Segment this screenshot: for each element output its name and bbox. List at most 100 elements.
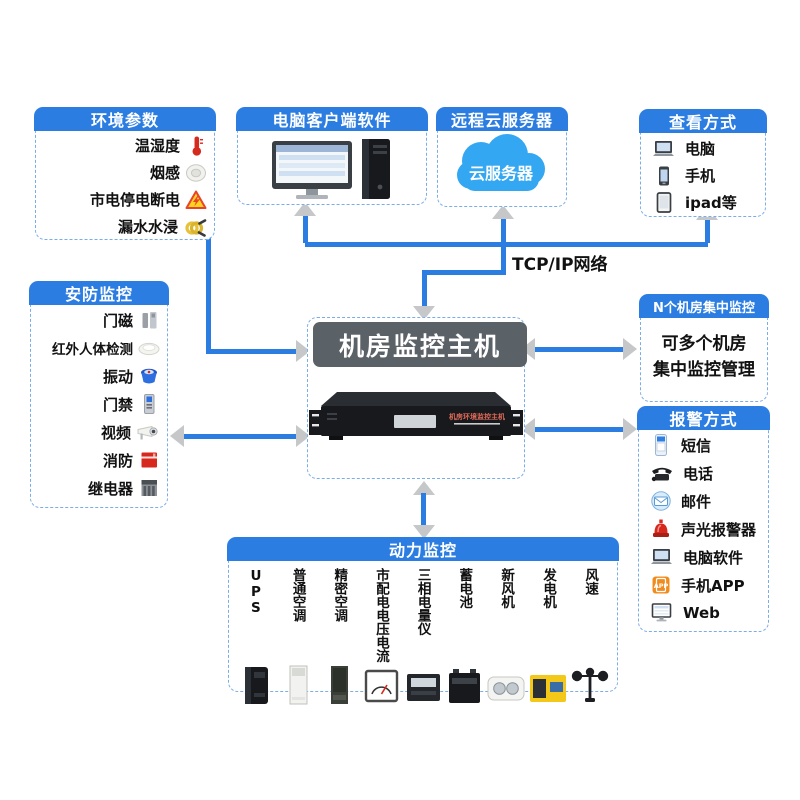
power-item-label: 普通空调: [289, 568, 306, 623]
power-column: 市配电电压电流: [360, 564, 402, 705]
list-item: 温湿度: [36, 132, 214, 159]
power-distribution-icon: [364, 670, 399, 703]
power-item-label: 三相电量仪: [414, 568, 431, 636]
security-item-label: 继电器: [87, 479, 133, 498]
security-item-label: 振动: [102, 367, 133, 386]
tcp-network-label: TCP/IP网络: [512, 255, 608, 275]
connector-view-methods: [705, 220, 710, 243]
smoke-detector-icon: [186, 164, 206, 182]
env-parameters-box: 环境参数 温湿度 烟感 市电停电断电 漏水水浸: [34, 107, 216, 240]
list-item: Web: [639, 599, 768, 627]
list-item: 视频: [31, 418, 167, 446]
list-item: 烟感: [36, 159, 214, 186]
arrowhead-right-central: [623, 338, 637, 360]
desktop-monitor-icon: [272, 141, 352, 200]
pc-client-title: 电脑客户端软件: [236, 107, 428, 132]
list-item: ipad等: [641, 189, 765, 216]
camera-icon: [137, 426, 158, 440]
connector-host-central: [535, 347, 623, 352]
arrowhead-up-cloud: [492, 205, 514, 219]
computer-icon: [653, 140, 674, 156]
cloud-server-box: 远程云服务器 云服务器: [436, 107, 568, 207]
host-device-label: 机房环境监控主机: [449, 412, 505, 421]
alarm-methods-title: 报警方式: [637, 406, 770, 431]
pc-client-image: [238, 131, 426, 201]
security-monitoring-box: 安防监控 门磁 红外人体检测 振动: [29, 281, 169, 508]
phone-icon: [659, 166, 669, 186]
arrowhead-right-alarm: [623, 418, 637, 440]
list-item: 手机: [641, 162, 765, 189]
power-column: 三相电量仪: [402, 564, 444, 705]
central-monitoring-box: N个机房集中监控 可多个机房 集中监控管理: [639, 294, 769, 402]
list-item: 电话: [639, 459, 768, 487]
env-item-label: 市电停电断电: [89, 191, 180, 210]
power-column: 蓄电池: [443, 564, 485, 705]
sms-icon: [655, 434, 667, 457]
connector-host-alarm: [535, 427, 623, 432]
list-item: 门磁: [31, 306, 167, 334]
view-item-label: ipad等: [685, 194, 737, 213]
power-column: UPS: [235, 564, 277, 705]
monitoring-host-device: 机房环境监控主机: [309, 392, 523, 440]
list-item: 声光报警器: [639, 515, 768, 543]
central-text-line2: 集中监控管理: [653, 359, 755, 380]
alarm-item-label: 邮件: [681, 492, 712, 511]
list-item: 消防: [31, 446, 167, 474]
mobile-app-icon: APP: [652, 576, 670, 594]
power-column: 发电机: [527, 564, 569, 705]
siren-icon: [653, 519, 669, 538]
infrared-sensor-icon: [138, 343, 160, 356]
list-item: 市电停电断电: [36, 186, 214, 213]
power-outage-icon: [185, 190, 207, 209]
email-icon: [651, 491, 671, 512]
env-parameters-title: 环境参数: [34, 107, 216, 132]
power-item-label: 风速: [582, 568, 599, 596]
power-column: 风速: [569, 564, 611, 705]
list-item: 继电器: [31, 474, 167, 502]
computer-tower-icon: [362, 139, 390, 200]
alarm-item-label: 短信: [681, 436, 712, 455]
computer-software-icon: [651, 549, 672, 565]
list-item: 门禁: [31, 390, 167, 418]
central-text-line1: 可多个机房: [661, 334, 747, 355]
alarm-item-label: 电脑软件: [683, 548, 744, 567]
wind-speed-icon: [571, 668, 609, 703]
alarm-item-label: 声光报警器: [681, 520, 757, 539]
list-item: 短信: [639, 431, 768, 459]
security-item-label: 消防: [102, 451, 133, 470]
connector-security-host: [184, 434, 296, 439]
power-item-label: 市配电电压电流: [372, 568, 389, 663]
alarm-item-label: 手机APP: [681, 576, 745, 595]
security-item-label: 红外人体检测: [52, 342, 133, 359]
cloud-server-title: 远程云服务器: [436, 107, 568, 132]
door-magnet-icon: [142, 312, 157, 329]
arrowhead-right-host: [296, 340, 310, 362]
list-item: 电脑: [641, 135, 765, 162]
thermometer-icon: [192, 136, 203, 156]
arrowhead-right-security-host: [296, 425, 310, 447]
power-item-label: 蓄电池: [456, 568, 473, 609]
fresh-air-fan-icon: [487, 676, 525, 701]
list-item: 电脑软件: [639, 543, 768, 571]
power-item-label: 发电机: [540, 568, 557, 609]
water-leak-icon: [185, 219, 207, 237]
power-column: 精密空调: [318, 564, 360, 705]
list-item: APP 手机APP: [639, 571, 768, 599]
power-item-label: 新风机: [498, 568, 515, 609]
vibration-sensor-icon: [141, 369, 157, 384]
arrowhead-left-security: [170, 425, 184, 447]
security-item-label: 门磁: [102, 311, 133, 330]
list-item: 邮件: [639, 487, 768, 515]
env-item-label: 漏水水浸: [117, 218, 178, 237]
access-control-icon: [144, 394, 155, 415]
list-item: 振动: [31, 362, 167, 390]
ups-icon: [244, 667, 268, 705]
central-monitoring-title: N个机房集中监控: [639, 294, 769, 319]
power-column: 普通空调: [277, 564, 319, 705]
pc-client-box: 电脑客户端软件: [236, 107, 428, 205]
normal-ac-icon: [289, 665, 307, 705]
battery-icon: [449, 669, 481, 704]
alarm-methods-box: 报警方式 短信 电话 邮件: [637, 406, 770, 632]
connector-env-h2: [206, 349, 296, 354]
